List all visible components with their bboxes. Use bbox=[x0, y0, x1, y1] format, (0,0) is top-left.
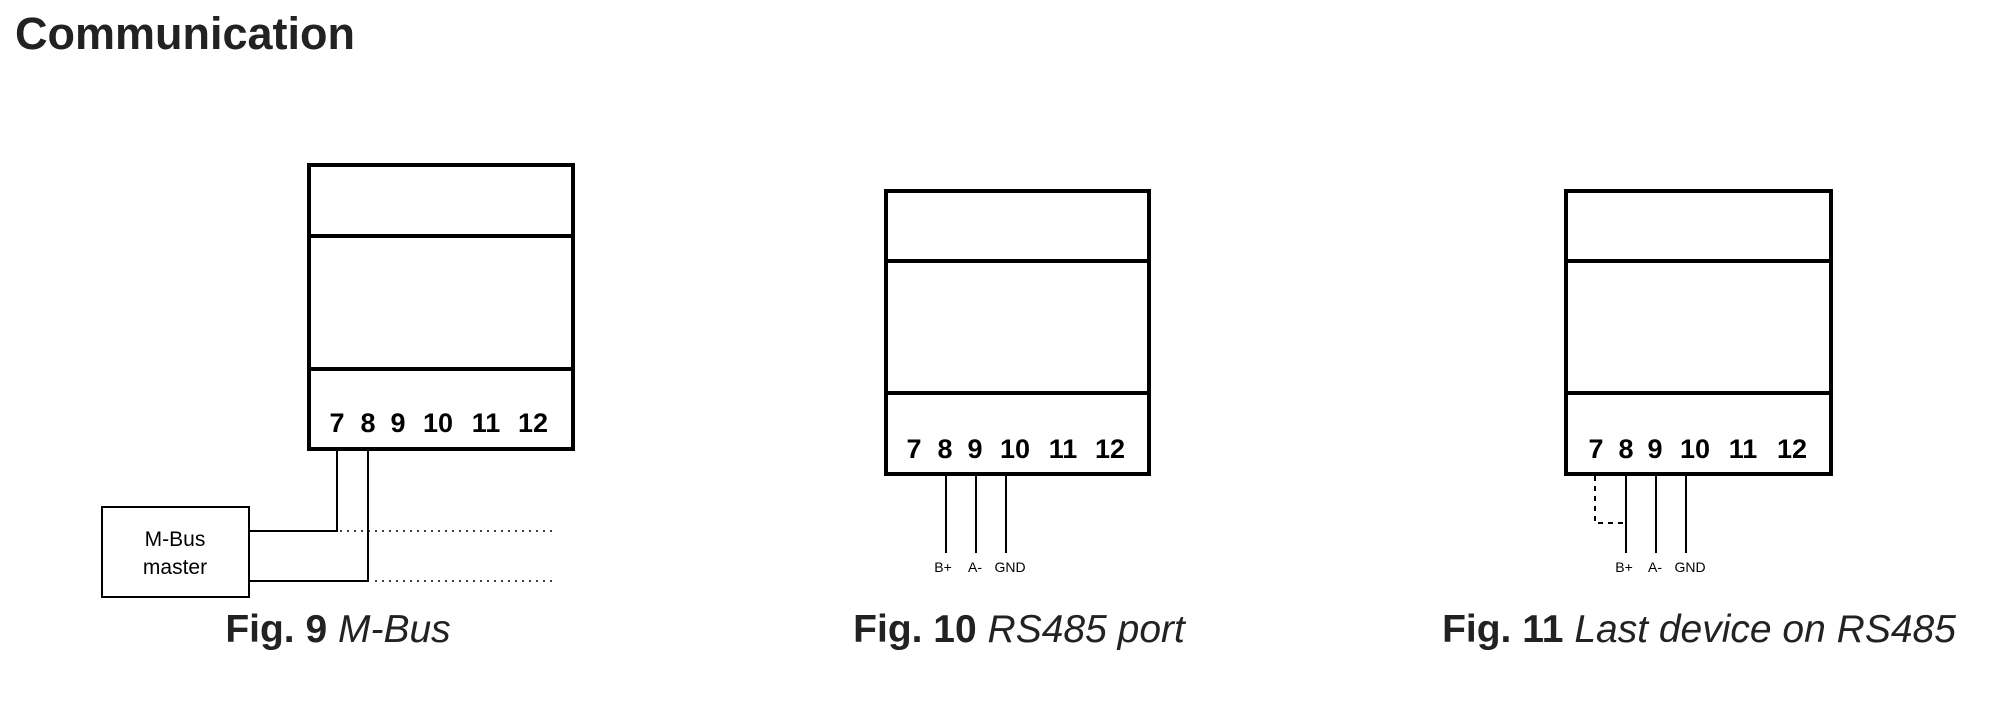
fig10-rs485-diagram: 7 8 9 10 11 12 B+ A- GND Fig. 10 RS485 p… bbox=[853, 189, 1187, 651]
label-b-plus: B+ bbox=[934, 559, 952, 575]
terminal-7: 7 bbox=[906, 434, 921, 464]
terminal-8: 8 bbox=[360, 408, 375, 438]
fig9-caption: Fig. 9 M-Bus bbox=[225, 608, 450, 651]
mbus-master-box bbox=[101, 506, 250, 598]
label-gnd: GND bbox=[994, 559, 1025, 575]
mbus-master-label-2: master bbox=[143, 556, 207, 579]
terminal-11: 11 bbox=[1729, 434, 1758, 464]
terminal-7: 7 bbox=[329, 408, 344, 438]
wire bbox=[249, 451, 338, 532]
mbus-master-label-1: M-Bus bbox=[145, 528, 206, 551]
page-title: Communication bbox=[15, 8, 356, 59]
termination-jumper bbox=[1594, 476, 1623, 524]
label-a-minus: A- bbox=[968, 559, 982, 575]
fig9-mbus-diagram: 7 8 9 10 11 12 M-Bus master Fig. 9 M-Bus bbox=[101, 163, 575, 651]
label-a-minus: A- bbox=[1648, 559, 1662, 575]
terminal-9: 9 bbox=[390, 408, 405, 438]
terminal-12: 12 bbox=[1095, 434, 1125, 464]
fig11-caption: Fig. 11 Last device on RS485 bbox=[1442, 608, 1956, 651]
terminal-11: 11 bbox=[472, 408, 501, 438]
terminal-7: 7 bbox=[1588, 434, 1603, 464]
fig10-caption: Fig. 10 RS485 port bbox=[853, 608, 1187, 651]
terminal-12: 12 bbox=[518, 408, 548, 438]
device-box bbox=[307, 163, 575, 451]
terminal-11: 11 bbox=[1049, 434, 1078, 464]
wire bbox=[249, 451, 369, 582]
terminal-9: 9 bbox=[1647, 434, 1662, 464]
terminal-10: 10 bbox=[1000, 434, 1030, 464]
device-box bbox=[884, 189, 1151, 476]
terminal-10: 10 bbox=[1680, 434, 1710, 464]
label-b-plus: B+ bbox=[1615, 559, 1633, 575]
terminal-10: 10 bbox=[423, 408, 453, 438]
fig11-last-device-diagram: 7 8 9 10 11 12 B+ A- GND Fig. 11 Last de… bbox=[1442, 189, 1956, 651]
terminal-9: 9 bbox=[967, 434, 982, 464]
terminal-8: 8 bbox=[1618, 434, 1633, 464]
label-gnd: GND bbox=[1674, 559, 1705, 575]
terminal-8: 8 bbox=[937, 434, 952, 464]
terminal-12: 12 bbox=[1777, 434, 1807, 464]
device-box bbox=[1564, 189, 1833, 476]
